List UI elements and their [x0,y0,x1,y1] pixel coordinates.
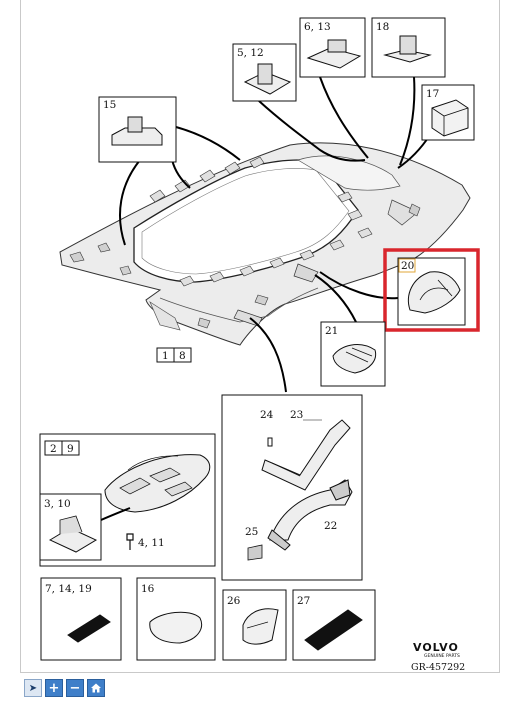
callout-17-label: 17 [426,88,439,100]
callout-6-13[interactable]: 6, 13 [299,17,366,78]
callout-24-label: 24 [260,409,274,421]
zoom-in-glyph: + [48,680,60,696]
minus-icon[interactable]: − [66,679,84,697]
headliner-drawing [59,142,471,346]
callout-15[interactable]: 15 [98,96,177,163]
highlight-frame [383,248,480,332]
diagram-reference: GR-457292 [411,662,465,672]
callout-5-12[interactable]: 5, 12 [232,43,297,102]
callout-9-label: 9 [67,443,74,455]
home-icon[interactable] [87,679,105,697]
callout-22-label: 22 [324,520,337,532]
callout-4-11-label: 4, 11 [138,537,165,549]
callout-27[interactable]: 27 [292,589,376,661]
callout-23-label: 23 [290,409,303,421]
callout-16-label: 16 [141,583,155,595]
callout-6-13-label: 6, 13 [304,21,331,33]
callout-21-label: 21 [325,325,338,337]
lamp-assembly-group[interactable]: 2 9 3, 10 4, 11 [39,433,216,567]
zoom-out-glyph: − [69,680,81,696]
callout-8-label: 8 [179,350,186,362]
callout-25-label: 25 [245,526,258,538]
callout-1-8[interactable]: 1 8 [156,347,192,363]
parts-diagram: 15 5, 12 6, 13 18 17 20 [39,17,480,672]
callout-17[interactable]: 17 [421,84,475,141]
callout-26[interactable]: 26 [222,589,287,661]
brand-logo: VOLVO [413,641,459,654]
callout-5-12-label: 5, 12 [237,47,264,59]
callout-2-label: 2 [50,443,57,455]
callout-1-label: 1 [162,350,169,362]
callout-18[interactable]: 18 [371,17,446,78]
viewer-toolbar: ➤ + − [24,679,105,697]
callout-7-14-19-label: 7, 14, 19 [45,583,92,595]
callout-20-label: 20 [401,260,414,272]
callout-27-label: 27 [297,595,310,607]
callout-3-10-label: 3, 10 [44,498,71,510]
brand-subtitle: GENUINE PARTS [424,653,460,659]
home-glyph [91,683,101,693]
pointer-icon[interactable]: ➤ [24,679,42,697]
callout-15-label: 15 [103,99,116,111]
callout-20[interactable]: 20 [383,248,480,332]
plus-icon[interactable]: + [45,679,63,697]
callout-26-label: 26 [227,595,241,607]
callout-18-label: 18 [376,21,389,33]
callout-7-14-19[interactable]: 7, 14, 19 [40,577,122,661]
brand-block: VOLVO GENUINE PARTS GR-457292 [411,641,465,672]
callout-21[interactable]: 21 [320,321,386,387]
grab-handle-group[interactable]: 24 23 25 22 [221,394,363,581]
callout-16[interactable]: 16 [136,577,216,661]
label-focus-box [398,258,416,273]
